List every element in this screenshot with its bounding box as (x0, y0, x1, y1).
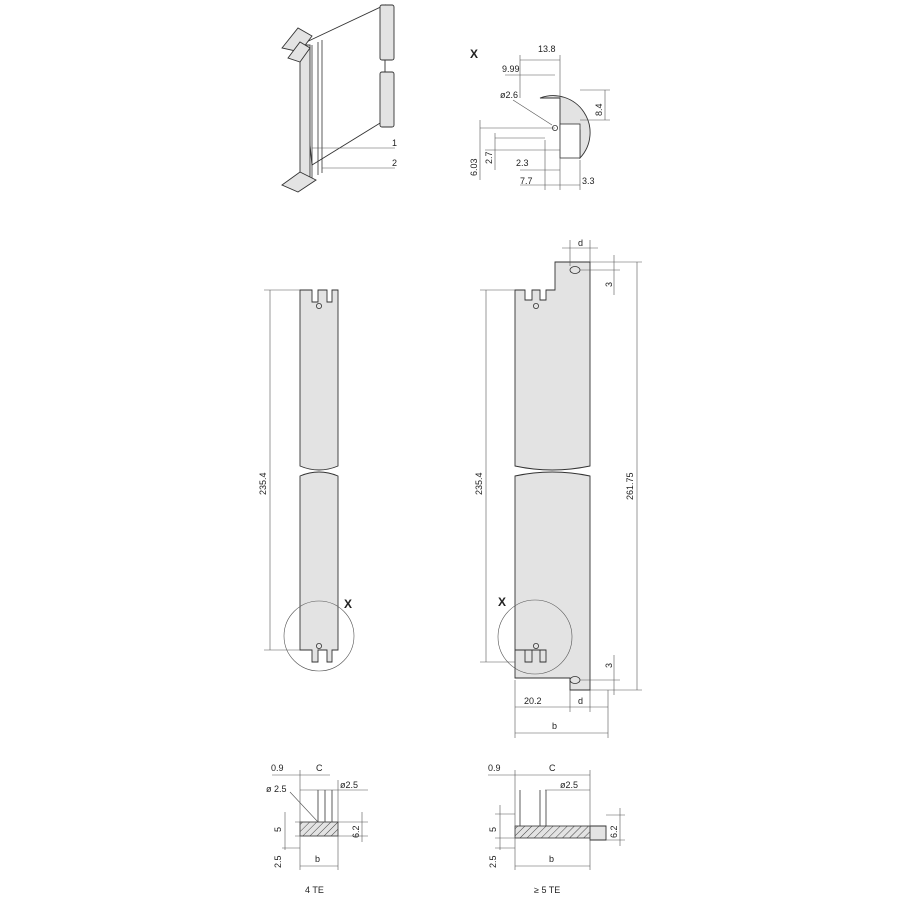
dim-2-5-left: 2.5 (273, 855, 283, 868)
dim-dia-2-5-b: ø2.5 (340, 780, 358, 790)
dim-20-2: 20.2 (524, 696, 542, 706)
dim-bottom-3: 3 (604, 663, 614, 668)
dim-c-right: C (549, 763, 556, 773)
dim-6-2-right: 6.2 (609, 825, 619, 838)
section-5te: 0.9 C ø2.5 5 6.2 2.5 b ≥ 5 TE (488, 763, 625, 895)
detail-x-marker-right: X (498, 595, 506, 609)
dim-0-9-right: 0.9 (488, 763, 501, 773)
dim-dia-2-5-right: ø2.5 (560, 780, 578, 790)
dim-2-5-right: 2.5 (488, 855, 498, 868)
isometric-board-view: 1 2 (281, 4, 397, 193)
dim-left-235-4: 235.4 (258, 472, 268, 495)
front-panel-5te: 235.4 261.75 d 3 3 20.2 d b X (474, 238, 642, 738)
label-4te: 4 TE (305, 885, 324, 895)
leader-label-2: 2 (392, 158, 397, 168)
dim-2-7: 2.7 (484, 151, 494, 164)
dim-bottom-b: b (552, 721, 557, 731)
dim-9-99: 9.99 (502, 64, 520, 74)
dim-right-235-4: 235.4 (474, 472, 484, 495)
dim-dia-2-6: ø2.6 (500, 90, 518, 100)
dim-7-7: 7.7 (520, 176, 533, 186)
dim-2-3: 2.3 (516, 158, 529, 168)
dim-bottom-d: d (578, 696, 583, 706)
dim-top-3: 3 (604, 282, 614, 287)
dim-13-8: 13.8 (538, 44, 556, 54)
label-5te: ≥ 5 TE (534, 885, 560, 895)
dim-5-left: 5 (273, 827, 283, 832)
detail-x-marker: X (470, 47, 478, 61)
detail-x-view: X 13.8 9.99 ø2.6 8.4 6.03 2.7 2.3 7.7 3.… (469, 44, 610, 190)
dim-b-left: b (315, 854, 320, 864)
detail-x-marker-left: X (344, 597, 352, 611)
front-panel-4te: 235.4 X (258, 289, 355, 672)
section-4te: 0.9 C ø 2.5 ø2.5 5 6.2 2.5 b 4 TE (266, 763, 368, 895)
dim-8-4: 8.4 (594, 103, 604, 116)
dim-261-75: 261.75 (625, 472, 635, 500)
dim-3-3: 3.3 (582, 176, 595, 186)
dim-dia-2-5-a: ø 2.5 (266, 784, 287, 794)
dim-top-d: d (578, 238, 583, 248)
dim-b-right: b (549, 854, 554, 864)
dim-c-left: C (316, 763, 323, 773)
dim-5-right: 5 (488, 827, 498, 832)
dim-0-9-left: 0.9 (271, 763, 284, 773)
leader-label-1: 1 (392, 138, 397, 148)
dim-6-2-left: 6.2 (351, 825, 361, 838)
dim-6-03: 6.03 (469, 158, 479, 176)
